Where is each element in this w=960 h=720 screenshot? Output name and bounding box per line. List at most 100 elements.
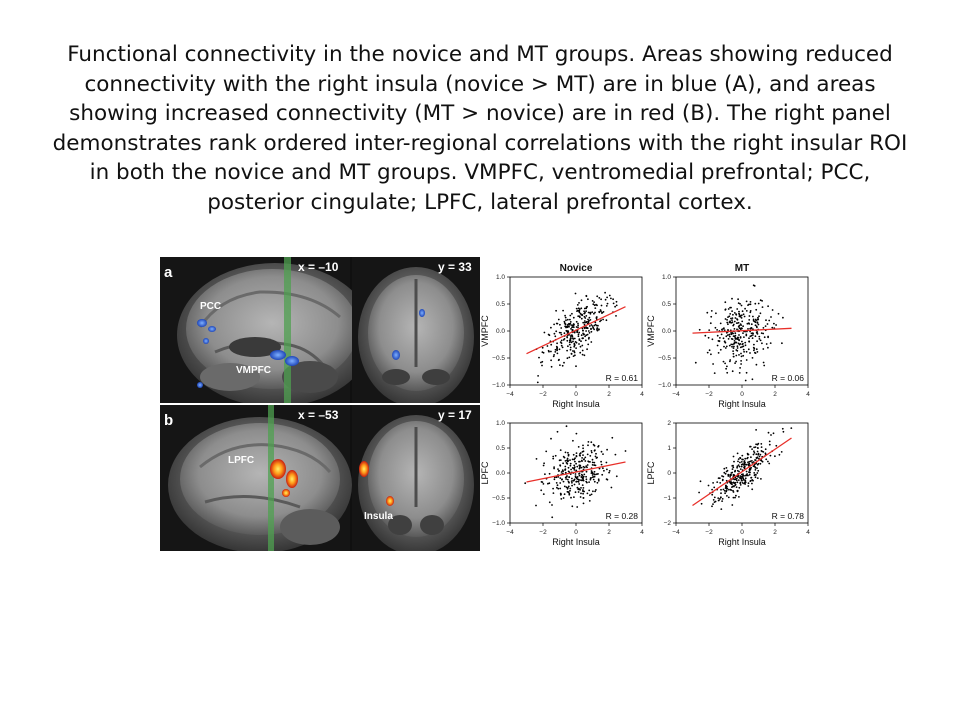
scatter-point <box>753 451 756 454</box>
scatter-point <box>582 492 584 495</box>
scatter-point <box>742 473 744 476</box>
scatter-point <box>569 324 571 326</box>
scatter-point <box>731 319 733 321</box>
scatter-point <box>741 346 743 348</box>
y-tick-label: −1.0 <box>492 382 505 389</box>
scatter-point <box>578 483 581 485</box>
scatter-point <box>714 326 717 329</box>
scatter-point <box>736 347 739 349</box>
scatter-point <box>572 350 574 352</box>
scatter-point <box>720 508 723 510</box>
y-tick-label: 1 <box>667 445 671 452</box>
x-tick-label: −2 <box>705 391 713 398</box>
scatter-point <box>761 342 763 345</box>
scatter-point <box>751 337 754 339</box>
scatter-point <box>759 299 762 302</box>
scatter-point <box>563 332 566 335</box>
scatter-point <box>606 448 608 451</box>
scatter-point <box>753 347 756 350</box>
scatter-point <box>569 459 571 461</box>
scatter-point <box>555 330 558 333</box>
scatter-point <box>566 357 569 360</box>
scatter-point <box>754 476 757 479</box>
scatter-point <box>734 469 737 472</box>
scatter-point <box>576 465 579 468</box>
scatter-point <box>753 343 755 346</box>
scatter-point <box>751 482 753 485</box>
scatter-point <box>745 470 748 473</box>
scatter-point <box>773 322 775 325</box>
scatter-point <box>724 301 727 304</box>
scatter-point <box>732 323 735 326</box>
scatter-point <box>554 335 557 338</box>
scatter-point <box>561 478 563 481</box>
scatter-point <box>734 362 736 364</box>
scatter-point <box>553 467 555 470</box>
scatter-point <box>578 308 581 310</box>
scatter-point <box>732 347 735 349</box>
scatter-point <box>605 319 608 322</box>
scatter-point <box>746 452 749 455</box>
scatter-point <box>716 334 719 337</box>
scatter-point <box>571 477 573 480</box>
scatter-point <box>583 466 586 469</box>
scatter-point <box>573 350 576 352</box>
scatter-point <box>583 326 586 329</box>
scatter-point <box>566 488 569 490</box>
scatter-point <box>559 477 562 479</box>
scatter-point <box>574 460 576 463</box>
figure-caption: Functional connectivity in the novice an… <box>52 42 908 215</box>
scatter-point <box>606 478 609 481</box>
scatter-point <box>600 298 602 301</box>
scatter-point <box>564 471 567 474</box>
scatter-point <box>573 464 576 467</box>
scatter-point <box>562 470 564 473</box>
panel-letter-b: b <box>164 412 173 429</box>
scatter-point <box>741 343 744 346</box>
x-tick-label: 4 <box>806 391 810 398</box>
scatter-point <box>573 343 576 346</box>
scatter-point <box>577 326 579 329</box>
scatter-point <box>578 464 581 467</box>
scatter-point <box>567 451 569 454</box>
scatter-point <box>754 467 757 469</box>
scatter-point <box>555 476 558 479</box>
scatter-point <box>566 318 569 321</box>
scatter-point <box>612 302 615 305</box>
scatter-point <box>556 484 559 487</box>
scatter-point <box>719 482 722 484</box>
scatter-point <box>553 332 556 335</box>
scatter-point <box>747 461 749 464</box>
scatter-point <box>555 309 557 312</box>
scatter-point <box>548 472 551 475</box>
scatter-point <box>739 327 742 330</box>
x-tick-label: −4 <box>672 529 680 536</box>
scatter-point <box>568 341 571 344</box>
scatter-point <box>744 379 747 382</box>
scatter-point <box>724 341 727 344</box>
scatter-point <box>745 371 748 374</box>
scatter-point <box>760 443 763 445</box>
scatter-point <box>748 469 751 472</box>
y-tick-label: −1 <box>664 495 672 502</box>
scatter-point <box>740 360 742 362</box>
scatter-point <box>576 506 579 508</box>
scatter-point <box>743 350 745 353</box>
scatter-point <box>582 332 584 335</box>
scatter-point <box>594 323 597 326</box>
scatter-point <box>734 481 737 484</box>
scatter-point <box>740 324 742 326</box>
scatter-point <box>573 469 576 471</box>
scatter-point <box>571 505 574 508</box>
scatter-point <box>767 431 770 434</box>
scatter-point <box>599 320 601 323</box>
scatter-point <box>591 476 594 479</box>
scatter-point <box>778 453 781 456</box>
scatter-point <box>739 343 742 345</box>
scatter-point <box>727 496 730 499</box>
scatter-point <box>605 461 608 464</box>
scatter-point <box>548 501 551 504</box>
scatter-point <box>694 361 697 364</box>
scatter-point <box>591 474 594 476</box>
